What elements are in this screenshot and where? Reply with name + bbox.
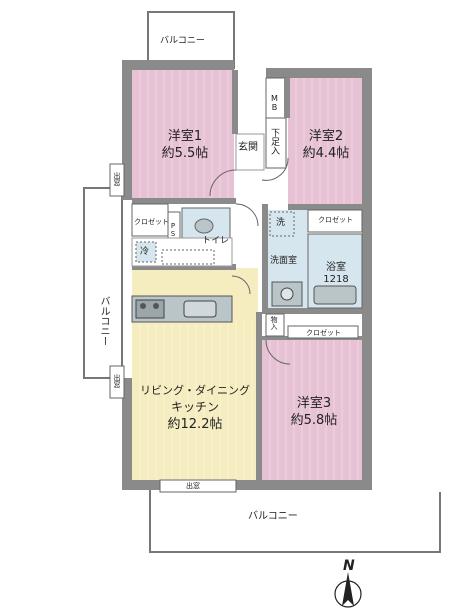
bedroom2-name: 洋室2 (308, 129, 344, 144)
bedroom3-label: 洋室3 約5.8帖 (266, 395, 362, 429)
bath-size: 1218 (323, 274, 349, 285)
balcony-bottom-label: バルコニー (248, 511, 298, 522)
bay-window-2-box (109, 365, 125, 399)
ldk-name-line1: リビング・ダイニング (140, 384, 250, 397)
compass-rose (334, 572, 362, 608)
bay-window-2-label: 出窓 (113, 374, 121, 388)
washer-label: 洗 (276, 218, 286, 228)
toilet-bowl (194, 218, 214, 234)
closet-left-label: クロゼット (134, 218, 169, 226)
bath-label: 浴室 1218 (312, 262, 360, 286)
balcony-left-outline (83, 187, 123, 379)
wall-ldk-top (132, 264, 236, 270)
bedroom2-label: 洋室2 約4.4帖 (290, 128, 362, 162)
closet-left-box (131, 203, 169, 237)
bay-window-bottom-label: 出窓 (186, 482, 200, 490)
wall-b2-left (284, 78, 290, 118)
closet-right-box (307, 209, 363, 233)
mb-label: MB (270, 94, 279, 112)
counter-dashed (161, 249, 215, 265)
wall-ldk-right (256, 312, 262, 480)
stove (135, 299, 165, 319)
wall-b1-right (232, 70, 238, 134)
washer-box (269, 211, 295, 237)
bedroom1-name: 洋室1 (167, 129, 203, 144)
burner-2 (153, 303, 159, 309)
shoe-box-label: 下足入 (269, 128, 279, 155)
ps-label: PS (169, 222, 177, 238)
compass-label: N (343, 558, 355, 574)
bedroom1-label: 洋室1 約5.5帖 (140, 128, 230, 162)
bay-window-1-label: 出窓 (113, 172, 121, 186)
closet-right-label: クロゼット (318, 216, 353, 224)
outer-wall-top-right (266, 68, 372, 78)
ldk-size: 約12.2帖 (167, 417, 223, 432)
balcony-left-label: バルコニー (98, 296, 109, 346)
bath-name: 浴室 (326, 262, 346, 273)
outer-wall-top (122, 60, 234, 70)
entrance-floor (235, 133, 265, 171)
closet-bottom-label: クロゼット (306, 329, 341, 337)
wall-wet-left (262, 204, 268, 312)
burner-1 (140, 303, 146, 309)
ldk-label: リビング・ダイニング キッチン 約12.2帖 (132, 382, 258, 433)
closet-bottom-box (287, 325, 359, 339)
outer-wall-right (362, 68, 372, 488)
balcony-top-label: バルコニー (160, 36, 205, 46)
fridge-box (135, 241, 157, 263)
bedroom3-size: 約5.8帖 (290, 413, 338, 428)
fridge-label: 冷 (140, 247, 150, 257)
bay-window-bottom-box (159, 479, 237, 493)
basin (280, 287, 294, 301)
wall-washroom-bottom (262, 308, 362, 314)
bedroom2-size: 約4.4帖 (302, 146, 350, 161)
toilet-label: トイレ (202, 236, 230, 246)
shoe-box (265, 117, 287, 169)
wall-b1-bottom (132, 198, 236, 204)
balcony-bottom-outline (149, 490, 441, 553)
bay-window-1-box (109, 163, 125, 197)
ldk-name-line2: キッチン (170, 400, 219, 414)
wall-b2-bottom (288, 204, 362, 210)
entrance-label: 玄関 (238, 142, 258, 153)
bathtub (313, 285, 357, 305)
bedroom3-name: 洋室3 (296, 396, 332, 411)
outer-wall-left-top (122, 60, 132, 200)
outer-wall-bottom (122, 480, 372, 490)
outer-wall-left-bottom (122, 378, 132, 490)
storage-box (265, 313, 285, 337)
storage-label: 物入 (270, 316, 278, 330)
washroom-label: 洗面室 (270, 256, 298, 266)
bedroom1-size: 約5.5帖 (161, 146, 209, 161)
sink (183, 300, 217, 318)
bedroom2-floor (288, 78, 362, 206)
